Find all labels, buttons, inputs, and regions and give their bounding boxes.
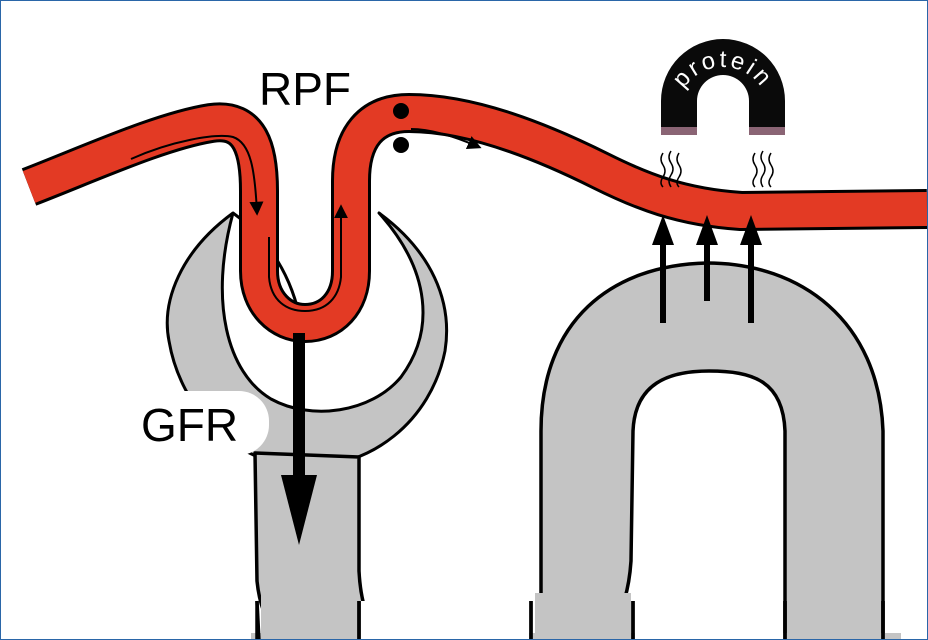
protein-molecule: protein xyxy=(661,39,785,135)
gfr-label: GFR xyxy=(141,399,238,451)
afferent-constriction-dot xyxy=(393,103,409,119)
gfr-label-group: GFR xyxy=(135,391,269,455)
wavy-lines-icon xyxy=(661,151,773,187)
rpf-label: RPF xyxy=(259,63,351,115)
efferent-constriction-dot xyxy=(393,137,409,153)
